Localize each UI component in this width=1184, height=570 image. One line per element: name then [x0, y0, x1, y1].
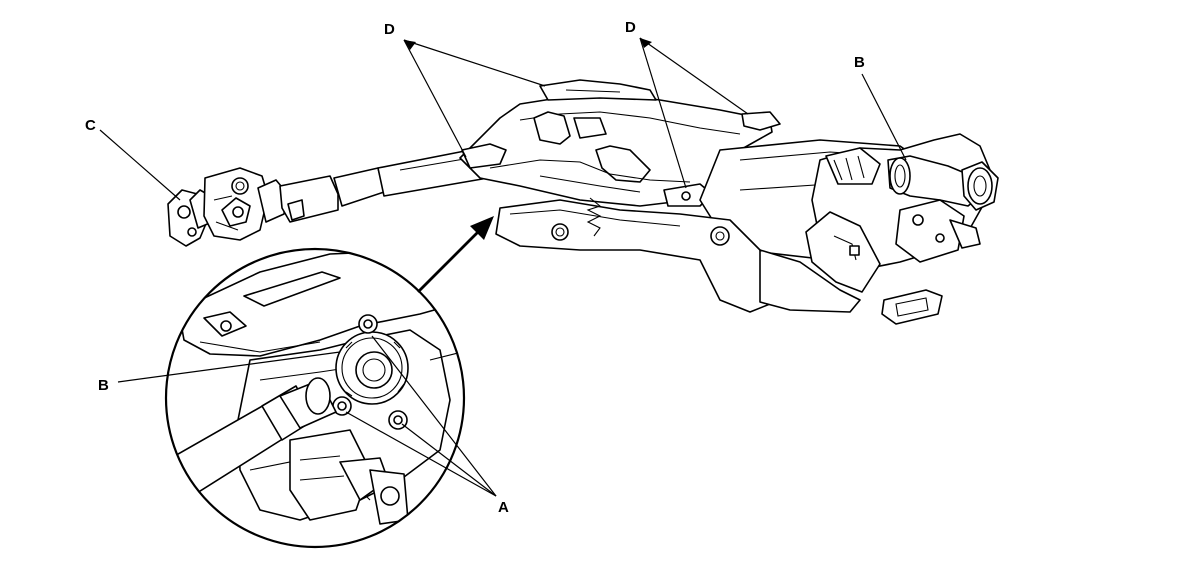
detail-pointer-arrow	[417, 216, 494, 293]
universal-joint-assembly	[167, 167, 287, 247]
label-d-left: D	[384, 21, 395, 38]
label-a-detail: A	[498, 499, 509, 516]
leader-lines	[99, 37, 907, 497]
detail-magnifier	[164, 247, 466, 549]
intermediate-shaft	[279, 149, 491, 223]
label-d-right: D	[625, 19, 636, 36]
label-c-joint: C	[85, 117, 96, 134]
label-b-detail: B	[98, 377, 109, 394]
upper-column-lock-assembly	[805, 133, 999, 325]
label-b-column: B	[854, 54, 865, 71]
